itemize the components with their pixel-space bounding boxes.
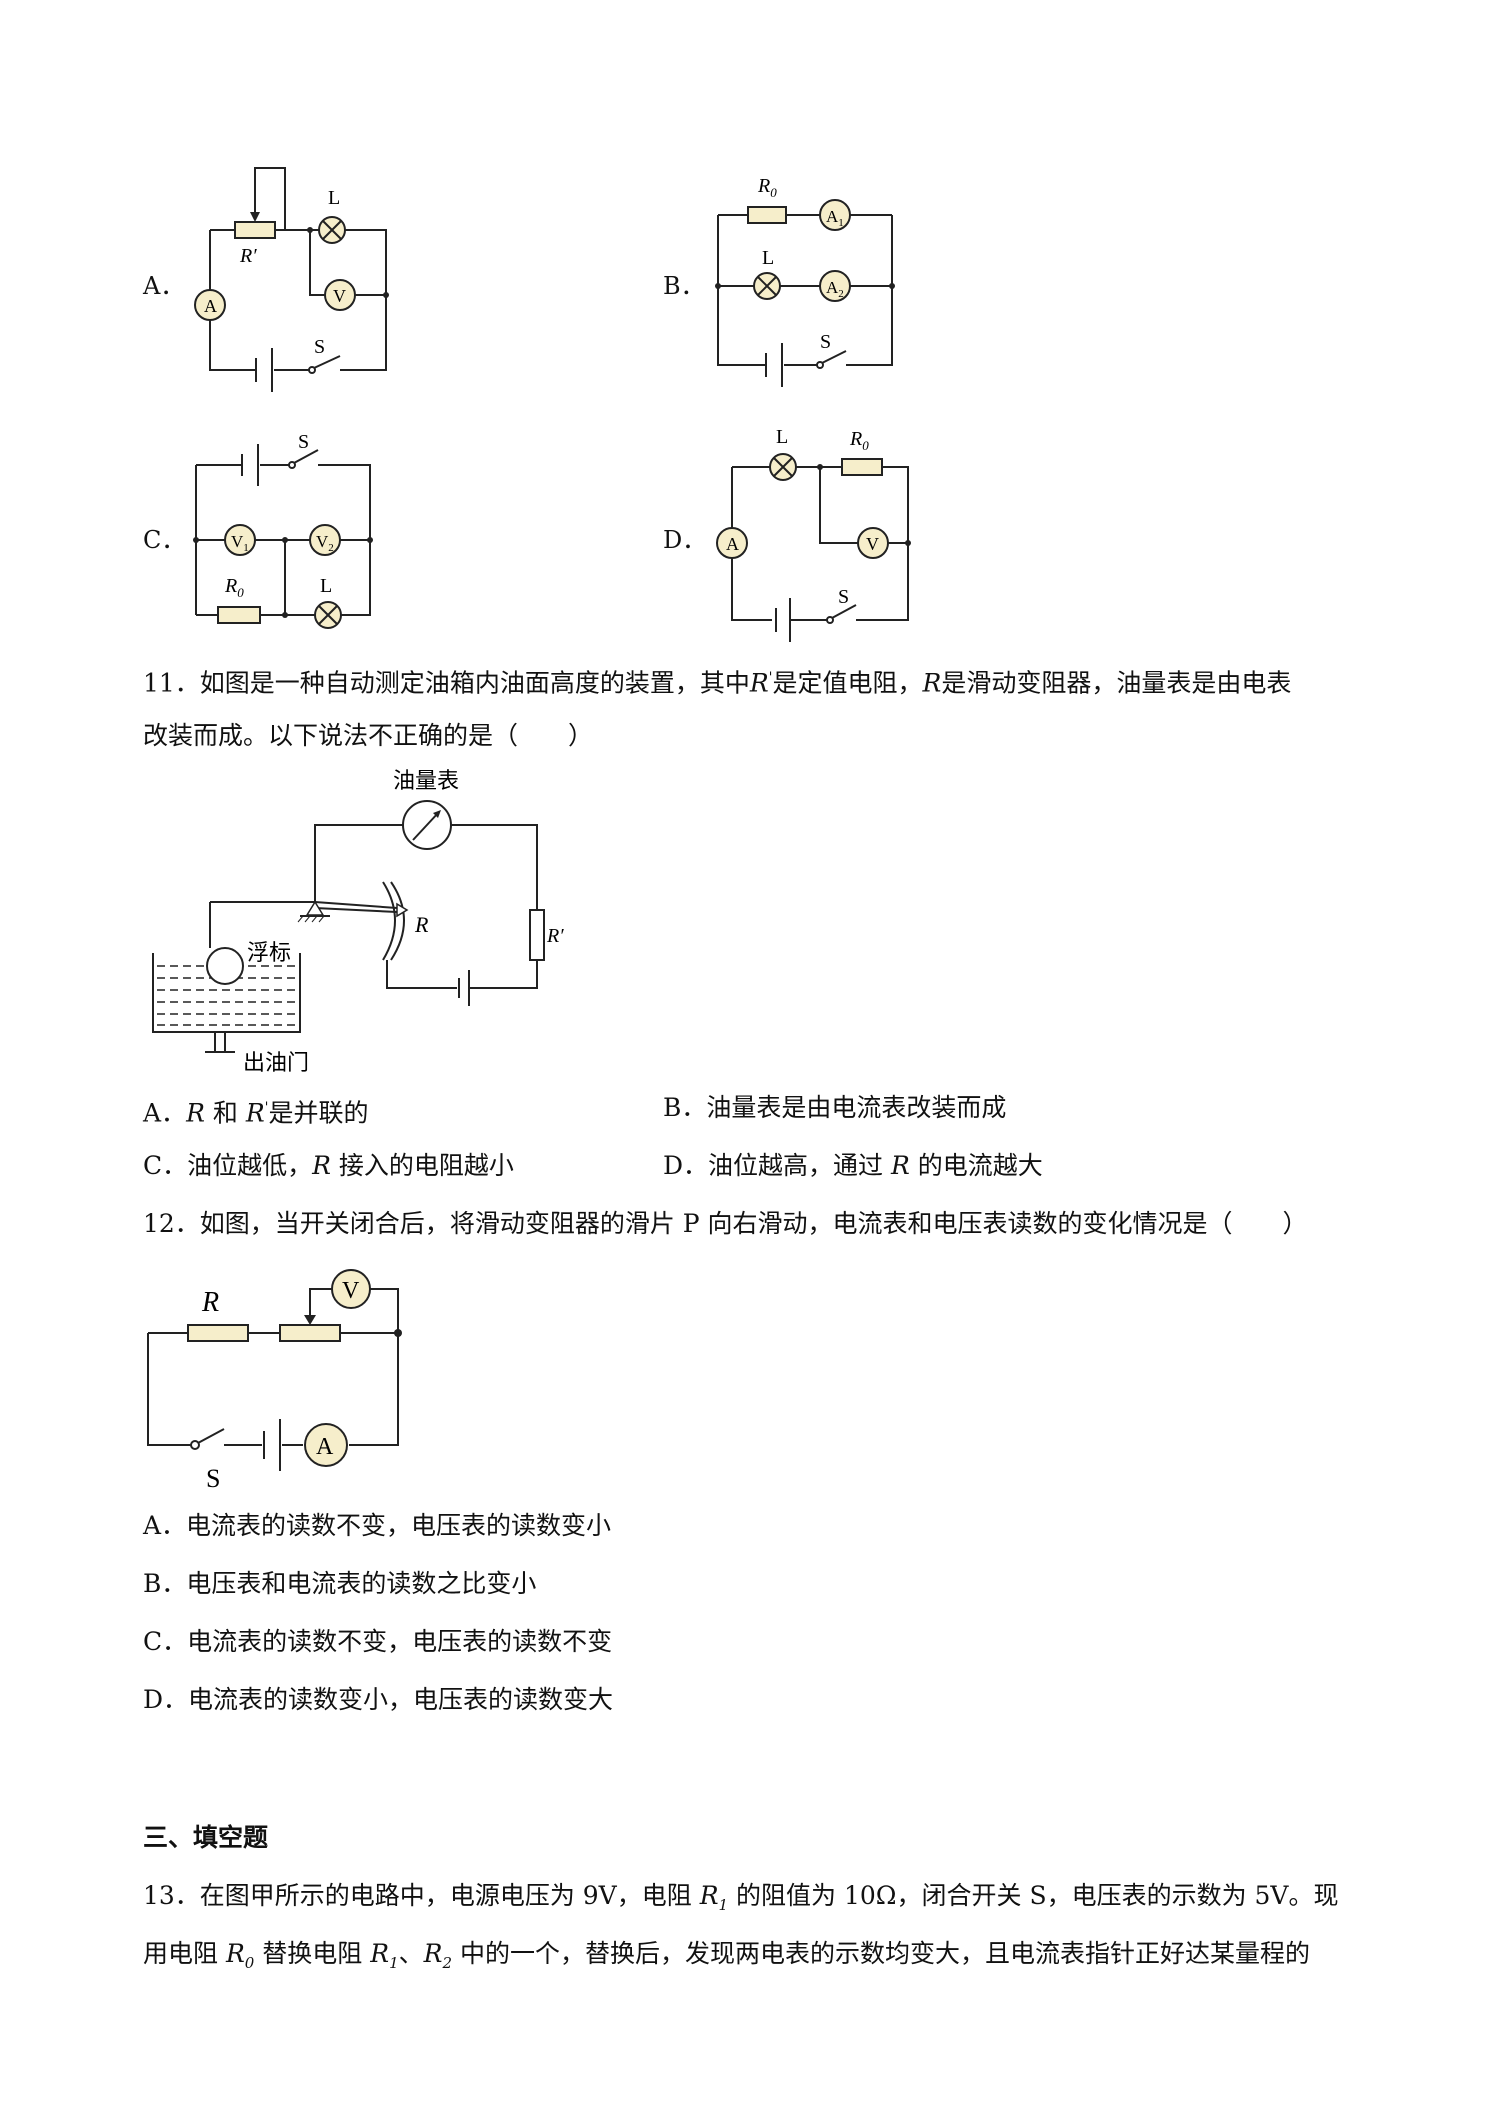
circuit-d: L R0 A V S <box>716 426 911 642</box>
meter-label: 油量表 <box>393 768 459 793</box>
rheostat-label: R′ <box>239 245 257 267</box>
switch-label: S <box>820 331 831 353</box>
q12-option-b: B．电压表和电流表的读数之比变小 <box>143 1569 537 1598</box>
r0-label: R0 <box>224 575 244 600</box>
circuit-q12: R V A S <box>147 1269 402 1493</box>
section-title: 三、填空题 <box>143 1823 269 1852</box>
q12-stem: 12．如图，当开关闭合后，将滑动变阻器的滑片 P 向右滑动，电流表和电压表读数的… <box>143 1209 1308 1238</box>
lamp-label: L <box>320 575 332 597</box>
fixed-resistor-label: R′ <box>546 925 564 947</box>
q12-option-a: A．电流表的读数不变，电压表的读数变小 <box>143 1511 612 1540</box>
r0-label: R0 <box>849 428 869 453</box>
a1-label: A1 <box>826 207 844 229</box>
voltmeter-label: V <box>342 1278 360 1304</box>
q11-option-c: C．油位越低，R 接入的电阻越小 <box>143 1151 514 1180</box>
switch-label: S <box>838 586 849 608</box>
rheostat-label: R <box>414 912 429 937</box>
option-b-label: B． <box>663 272 705 300</box>
float-label: 浮标 <box>247 940 291 965</box>
ammeter-label: A <box>726 534 739 554</box>
q11-stem-line2: 改装而成。以下说法不正确的是（ ） <box>143 721 594 750</box>
q11-option-b: B．油量表是由电流表改装而成 <box>663 1093 1007 1122</box>
oil-gauge-figure: 油量表 浮标 出油门 R R′ <box>152 768 564 1075</box>
q12-option-c: C．电流表的读数不变，电压表的读数不变 <box>143 1627 613 1656</box>
q12-option-d: D．电流表的读数变小，电压表的读数变大 <box>143 1685 614 1714</box>
valve-label: 出油门 <box>243 1050 309 1075</box>
q11-option-d: D．油位越高，通过 R 的电流越大 <box>663 1151 1043 1180</box>
circuit-c: S V1 V2 R0 L <box>193 431 373 629</box>
q11-option-a: A．R 和 R'是并联的 <box>143 1098 369 1128</box>
voltmeter-label: V <box>866 534 879 554</box>
voltmeter-label: V <box>333 286 346 306</box>
option-d-label: D． <box>663 526 707 554</box>
ammeter-label: A <box>204 296 217 316</box>
v1-label: V1 <box>231 532 249 554</box>
a2-label: A2 <box>826 278 844 300</box>
lamp-label: L <box>328 187 340 209</box>
q13-line1: 13．在图甲所示的电路中，电源电压为 9V，电阻 R1 的阻值为 10Ω，闭合开… <box>143 1881 1339 1914</box>
circuit-a: A V L R′ S <box>194 167 389 392</box>
v2-label: V2 <box>316 532 334 554</box>
lamp-label: L <box>762 247 774 269</box>
switch-label: S <box>314 336 325 358</box>
option-c-label: C． <box>143 526 186 554</box>
option-a-label: A． <box>143 272 185 300</box>
q13-line2: 用电阻 R0 替换电阻 R1、R2 中的一个，替换后，发现两电表的示数均变大，且… <box>143 1939 1310 1972</box>
circuit-b: R0 A1 A2 L S <box>715 175 895 387</box>
switch-label: S <box>298 431 309 453</box>
ammeter-label: A <box>316 1434 334 1460</box>
lamp-label: L <box>776 426 788 448</box>
resistor-label: R <box>201 1287 219 1318</box>
switch-label: S <box>206 1464 220 1493</box>
r0-label: R0 <box>757 175 777 200</box>
q11-stem-line1: 11．如图是一种自动测定油箱内油面高度的装置，其中R'是定值电阻，R是滑动变阻器… <box>143 668 1292 698</box>
